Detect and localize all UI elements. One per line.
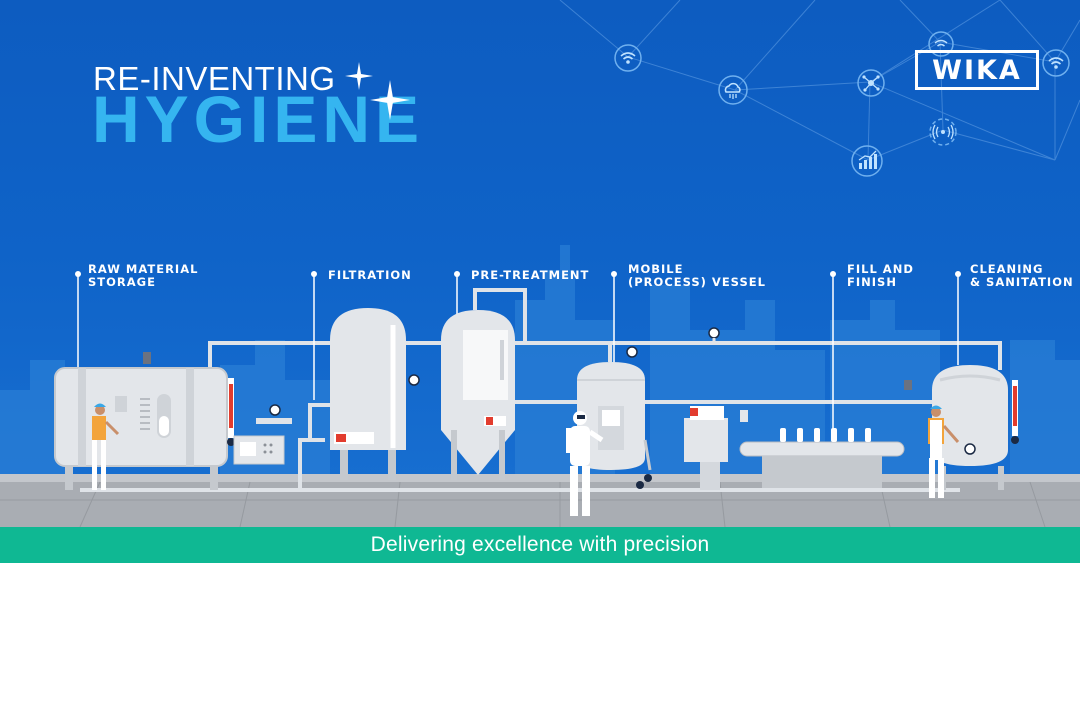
conveyor-belt	[739, 428, 905, 488]
wifi-signal-icon	[928, 31, 954, 57]
tagline-text: Delivering excellence with precision	[370, 533, 710, 556]
filtration-tank	[330, 308, 420, 480]
sparkle-icon	[345, 62, 373, 90]
stage-label-raw-material-storage: RAW MATERIAL STORAGE	[88, 262, 199, 289]
cloud-data-icon	[718, 75, 748, 105]
mobile-process-vessel	[577, 346, 652, 489]
growth-chart-icon	[851, 145, 883, 177]
raw-material-tank	[54, 352, 235, 490]
wifi-signal-icon	[614, 44, 642, 72]
stage-label-fill-and-finish: FILL AND FINISH	[847, 262, 914, 289]
hero-banner: RE-INVENTING HYGIENE WIKA	[0, 0, 1080, 563]
sensor-signal-icon	[929, 118, 957, 146]
worker-cleaning	[928, 405, 960, 498]
worker-orange-vest	[92, 403, 120, 490]
sparkle-icon	[370, 80, 410, 120]
network-hub-icon	[857, 69, 885, 97]
hero-title-line1: RE-INVENTING	[93, 60, 336, 97]
hero-title-line2: HYGIENE	[92, 82, 425, 156]
factory-scene	[0, 245, 1080, 528]
stage-label-cleaning-sanitation: CLEANING & SANITATION	[970, 262, 1074, 289]
wika-logo: WIKA	[915, 50, 1039, 90]
stage-label-pre-treatment: PRE-TREATMENT	[471, 268, 590, 282]
control-panel	[233, 404, 292, 465]
worker-protective-suit	[566, 411, 604, 516]
tagline-bar: Delivering excellence with precision	[0, 527, 1080, 563]
filling-machine	[684, 406, 748, 490]
stage-label-filtration: FILTRATION	[328, 268, 412, 282]
pre-treatment-tank	[441, 310, 515, 480]
stage-label-mobile-vessel: MOBILE (PROCESS) VESSEL	[628, 262, 766, 289]
wifi-signal-icon	[1042, 49, 1070, 77]
